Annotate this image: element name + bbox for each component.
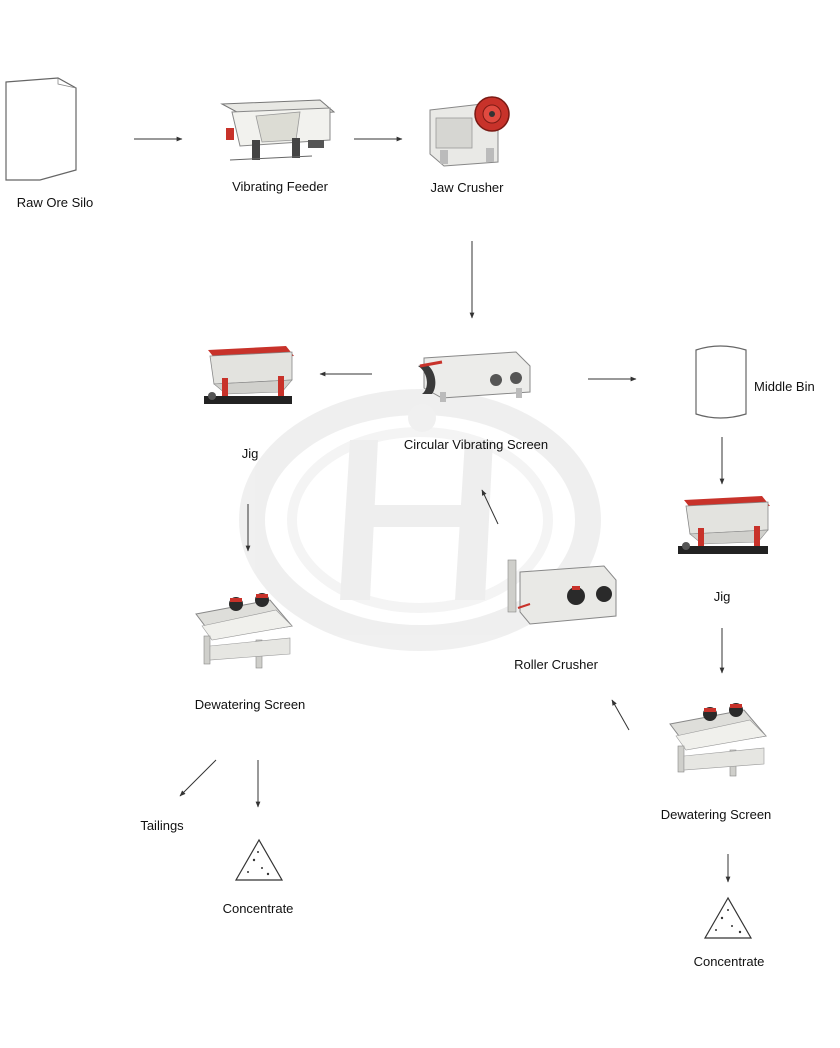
middle-bin-icon	[695, 345, 747, 419]
concentrate-right-pile-icon	[703, 896, 753, 939]
circular-vibrating-screen-icon	[418, 351, 531, 402]
dewatering-screen-right-icon	[669, 703, 767, 777]
raw-ore-silo-icon	[5, 77, 77, 181]
vibrating-feeder-icon	[220, 99, 336, 161]
dewatering-screen-left-label: Dewatering Screen	[194, 697, 306, 712]
roller-crusher-icon	[507, 559, 617, 625]
company-logo-watermark	[239, 389, 601, 651]
jig-left-label: Jig	[241, 446, 259, 461]
tailings-label: Tailings	[140, 818, 184, 833]
dewatering-screen-right-label: Dewatering Screen	[660, 807, 772, 822]
concentrate-left-label: Concentrate	[222, 901, 294, 916]
raw-ore-silo-label: Raw Ore Silo	[16, 195, 94, 210]
vibrating-feeder-label: Vibrating Feeder	[232, 179, 328, 194]
concentrate-right-label: Concentrate	[693, 954, 765, 969]
roller-crusher-label: Roller Crusher	[514, 657, 598, 672]
arrow-roller-to-screen	[481, 489, 499, 525]
jig-right-icon	[678, 496, 770, 554]
concentrate-left-pile-icon	[234, 838, 284, 881]
flow-arrows	[134, 136, 731, 883]
arrow-dewatering-left-to-tailings	[179, 759, 217, 797]
middle-bin-label: Middle Bin	[754, 379, 815, 394]
jaw-crusher-icon	[429, 96, 510, 167]
jaw-crusher-label: Jaw Crusher	[430, 180, 504, 195]
arrow-dewatering-right-to-roller	[611, 699, 630, 731]
jig-right-label: Jig	[713, 589, 731, 604]
dewatering-screen-left-icon	[195, 593, 293, 669]
circular-vibrating-screen-label: Circular Vibrating Screen	[403, 437, 549, 452]
jig-left-icon	[204, 346, 294, 404]
